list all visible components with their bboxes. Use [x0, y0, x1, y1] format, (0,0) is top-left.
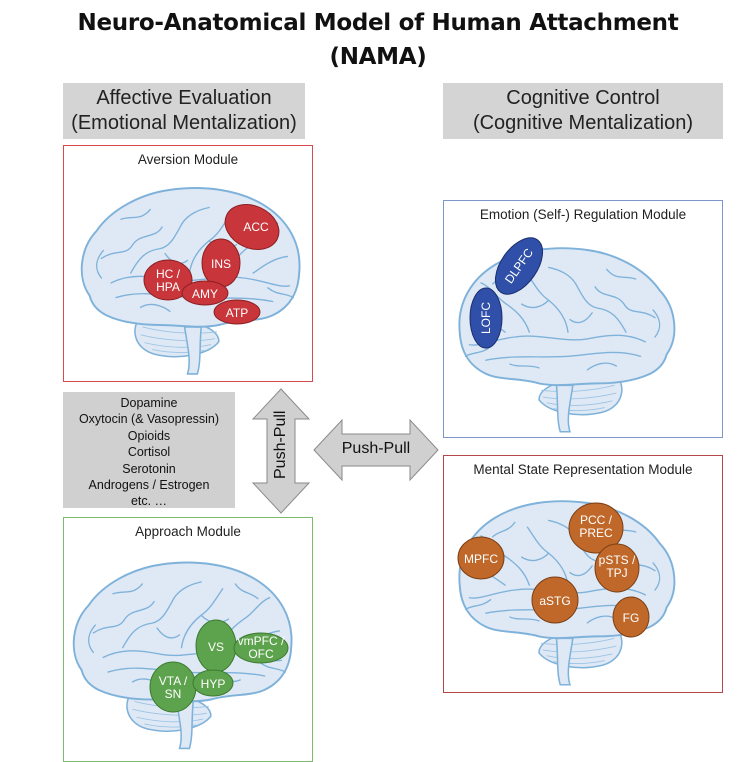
region-dlpfc: DLPFC — [494, 237, 544, 295]
neurochemical-item: Cortisol — [127, 445, 171, 460]
neurochemical-item: etc. … — [130, 494, 168, 509]
horizontal-push-pull-arrow — [313, 418, 439, 482]
region-pcc-label: PCC /PREC — [579, 513, 613, 540]
region-hyp-label: HYP — [201, 677, 226, 691]
header-affective-line2: (Emotional Mentalization) — [71, 112, 297, 134]
region-fg: FG — [612, 596, 650, 638]
regulation-module: Emotion (Self-) Regulation Module DLPFC … — [443, 200, 723, 438]
aversion-brain-diagram: ACC INS HC /HPA AMY ATP — [80, 187, 301, 375]
neurochemical-item: Dopamine — [120, 396, 178, 410]
region-psts-label: pSTS /TPJ — [599, 553, 636, 580]
mental-state-module: Mental State Representation Module PCC /… — [443, 455, 723, 693]
region-hyp: HYP — [192, 669, 234, 697]
region-vmpfc-label: vmPFC /OFC — [238, 634, 285, 661]
region-vmpfc-ofc: vmPFC /OFC — [233, 632, 289, 664]
neurochemical-item: Oxytocin (& Vasopressin) — [78, 412, 220, 427]
region-astg-label: aSTG — [539, 594, 570, 608]
neurochemical-item: Serotonin — [122, 461, 176, 476]
region-psts-tpj: pSTS /TPJ — [594, 543, 640, 593]
regulation-brain-diagram: DLPFC LOFC — [458, 237, 676, 433]
region-vs: VS — [195, 619, 237, 673]
diagram-title-line1: Neuro-Anatomical Model of Human Attachme… — [77, 10, 679, 36]
header-affective-line1: Affective Evaluation — [96, 87, 272, 109]
region-vta-sn: VTA /SN — [149, 661, 197, 713]
horizontal-push-pull-label: Push-Pull — [341, 440, 411, 457]
region-hc-label: HC /HPA — [156, 267, 181, 294]
region-acc-label: ACC — [243, 220, 269, 234]
region-astg: aSTG — [531, 576, 579, 624]
region-vta-label: VTA /SN — [159, 674, 188, 701]
region-hc-hpa: HC /HPA — [143, 259, 193, 301]
region-ins-label: INS — [211, 257, 231, 271]
region-amy-label: AMY — [192, 287, 218, 301]
vertical-push-pull-arrow — [251, 388, 311, 514]
vertical-push-pull-label: Push-Pull — [272, 410, 289, 479]
region-mpfc-label: MPFC — [464, 552, 498, 566]
region-acc: ACC — [224, 204, 280, 250]
region-atp: ATP — [213, 299, 261, 325]
header-cognitive-control: Cognitive Control (Cognitive Mentalizati… — [443, 83, 723, 139]
regulation-module-title: Emotion (Self-) Regulation Module — [479, 207, 687, 222]
approach-brain-diagram: VS vmPFC /OFC VTA /SN HYP — [72, 561, 293, 750]
region-lofc: LOFC — [469, 287, 503, 349]
approach-module: Approach Module VS vmPFC /OFC VTA /SN HY… — [63, 517, 313, 762]
region-mpfc: MPFC — [457, 536, 505, 580]
aversion-module-title: Aversion Module — [137, 152, 239, 167]
diagram-title-line2: (NAMA) — [329, 44, 427, 70]
region-ins: INS — [201, 238, 241, 288]
header-cognitive-line1: Cognitive Control — [506, 87, 660, 109]
region-vs-label: VS — [208, 640, 224, 654]
region-pcc-prec: PCC /PREC — [568, 502, 624, 554]
region-fg-label: FG — [623, 611, 640, 625]
region-atp-label: ATP — [226, 306, 248, 320]
neurochemicals-box: Dopamine Oxytocin (& Vasopressin) Opioid… — [63, 392, 235, 508]
region-lofc-label: LOFC — [479, 302, 493, 334]
header-affective-evaluation: Affective Evaluation (Emotional Mentaliz… — [63, 83, 305, 139]
neurochemical-item: Opioids — [127, 428, 171, 443]
aversion-module: Aversion Module ACC INS HC /HPA AMY ATP — [63, 145, 313, 382]
approach-module-title: Approach Module — [135, 524, 241, 539]
region-amy: AMY — [181, 280, 229, 306]
mental-state-brain-diagram: PCC /PREC MPFC pSTS /TPJ aSTG FG — [457, 500, 676, 686]
header-cognitive-line2: (Cognitive Mentalization) — [472, 112, 694, 134]
neurochemical-item: Androgens / Estrogen — [88, 478, 210, 493]
mental-state-module-title: Mental State Representation Module — [473, 462, 693, 477]
